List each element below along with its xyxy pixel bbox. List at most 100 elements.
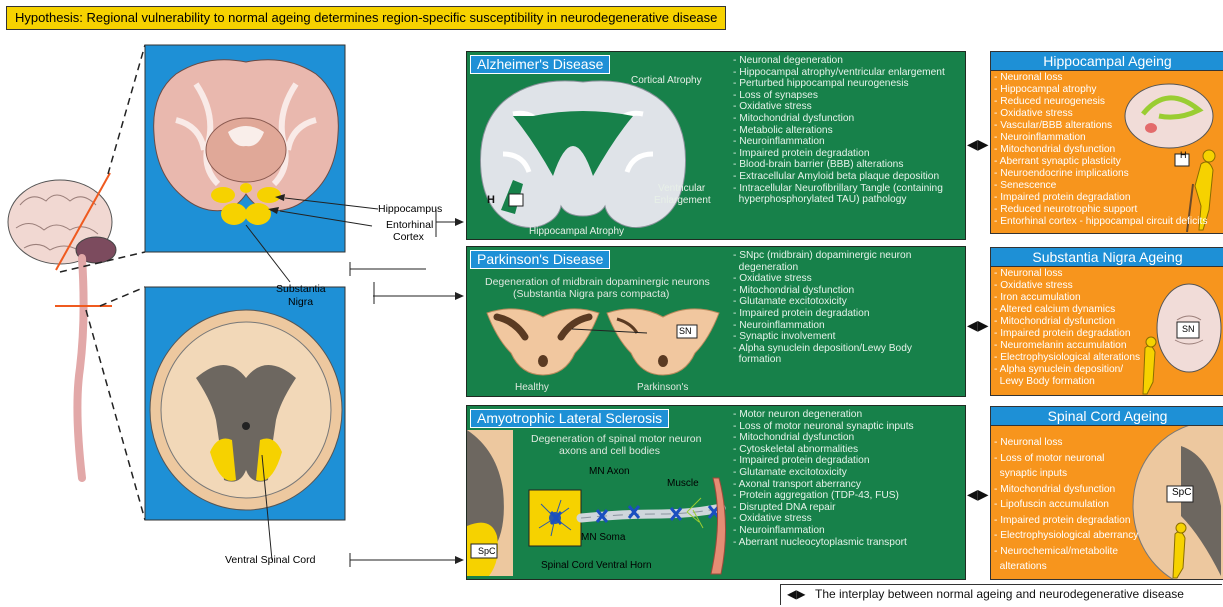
list-item: - Entorhinal cortex - hippocampal circui… [994, 216, 1207, 228]
list-item: - Neuronal loss [994, 268, 1140, 280]
midbrain-illustration [477, 303, 727, 383]
list-item: - Disrupted DNA repair [733, 502, 914, 514]
list-item: - Mitochondrial dysfunction [994, 144, 1207, 156]
list-item: - Impaired protein degradation [994, 328, 1140, 340]
list-item: - Mitochondrial dysfunction [733, 113, 945, 125]
legend-text: The interplay between normal ageing and … [815, 587, 1184, 601]
list-item: - Neuroinflammation [733, 136, 945, 148]
list-item: - Impaired protein degradation [994, 513, 1138, 529]
list-item: - Metabolic alterations [733, 125, 945, 137]
als-spc-tag: SpC [478, 546, 496, 556]
list-item: - Oxidative stress [733, 513, 914, 525]
interplay-arrow-icon: ◀▶ [967, 136, 989, 153]
parkinsons-sn-tag: SN [679, 326, 692, 336]
list-item: - Neuronal loss [994, 435, 1138, 451]
hippocampal-atrophy-label: Hippocampal Atrophy [529, 226, 624, 237]
spinal-ageing-list: - Neuronal loss - Loss of motor neuronal… [994, 435, 1138, 575]
parkinsons-caption-1: Degeneration of midbrain dopaminergic ne… [485, 276, 710, 288]
list-item: - Aberrant synaptic plasticity [994, 156, 1207, 168]
substantia-label-1: Substantia [276, 283, 326, 295]
list-item: - Glutamate excitotoxicity [733, 467, 914, 479]
alzheimers-h-tag: H [487, 194, 495, 206]
list-item: - Neurochemical/metabolite [994, 544, 1138, 560]
interplay-arrow-icon: ◀▶ [967, 486, 989, 503]
parkinsons-panel: Parkinson's Disease Degeneration of midb… [466, 246, 966, 397]
substantia-label-2: Nigra [288, 296, 313, 308]
list-item: - Loss of synapses [733, 90, 945, 102]
list-item: - Oxidative stress [733, 101, 945, 113]
list-item: - SNpc (midbrain) dopaminergic neuron [733, 250, 912, 262]
list-item: - Perturbed hippocampal neurogenesis [733, 78, 945, 90]
list-item: - Protein aggregation (TDP-43, FUS) [733, 490, 914, 502]
list-item: formation [733, 354, 912, 366]
parkinsons-label: Parkinson's [637, 382, 688, 393]
list-item: - Oxidative stress [994, 108, 1207, 120]
sn-ageing-list: - Neuronal loss - Oxidative stress - Iro… [994, 268, 1140, 388]
list-item: alterations [994, 559, 1138, 575]
hippocampal-ageing-list: - Neuronal loss - Hippocampal atrophy - … [994, 72, 1207, 228]
hippocampal-h-tag: H [1180, 150, 1187, 160]
interplay-arrow-icon: ◀▶ [967, 317, 989, 334]
alzheimers-panel: Alzheimer's Disease H Cortical Atrophy V… [466, 51, 966, 240]
ventricular-label-1: Ventricular [658, 183, 705, 194]
list-item: - Senescence [994, 180, 1207, 192]
list-item: - Hippocampal atrophy [994, 84, 1207, 96]
list-item: - Mitochondrial dysfunction [733, 432, 914, 444]
sn-ageing-tag: SN [1182, 324, 1195, 334]
alzheimers-title: Alzheimer's Disease [470, 55, 610, 74]
ventral-spinal-cord-label: Ventral Spinal Cord [225, 554, 315, 566]
list-item: - Impaired protein degradation [733, 455, 914, 467]
list-item: hyperphosphorylated TAU) pathology [733, 194, 945, 206]
list-item: Lewy Body formation [994, 376, 1140, 388]
list-item: - Impaired protein degradation [994, 192, 1207, 204]
alzheimers-brain-illustration [473, 74, 693, 239]
list-item: - Glutamate excitotoxicity [733, 296, 912, 308]
mn-soma-label: MN Soma [581, 532, 625, 543]
list-item: - Neuronal degeneration [733, 55, 945, 67]
list-item: - Neuronal loss [994, 72, 1207, 84]
list-item: - Lipofuscin accumulation [994, 497, 1138, 513]
mn-axon-label: MN Axon [589, 466, 630, 477]
legend: ◀▶ The interplay between normal ageing a… [780, 584, 1222, 605]
list-item: - Intracellular Neurofibrillary Tangle (… [733, 183, 945, 195]
hippocampal-ageing-title: Hippocampal Ageing [991, 52, 1223, 71]
list-item: - Aberrant nucleocytoplasmic transport [733, 537, 914, 549]
list-item: - Motor neuron degeneration [733, 409, 914, 421]
list-item: - Neuroendocrine implications [994, 168, 1207, 180]
spinal-cord-ageing-icon [1131, 426, 1223, 579]
spinal-ageing-panel: Spinal Cord Ageing SpC - Neuronal loss -… [990, 406, 1223, 580]
list-item: - Axonal transport aberrancy [733, 479, 914, 491]
sn-ageing-title: Substantia Nigra Ageing [991, 248, 1223, 267]
healthy-label: Healthy [515, 382, 549, 393]
list-item: degeneration [733, 262, 912, 274]
list-item: - Synaptic involvement [733, 331, 912, 343]
list-item: - Neuroinflammation [994, 132, 1207, 144]
list-item: synaptic inputs [994, 466, 1138, 482]
parkinsons-title: Parkinson's Disease [470, 250, 610, 269]
list-item: - Alpha synuclein deposition/Lewy Body [733, 343, 912, 355]
list-item: - Loss of motor neuronal [994, 451, 1138, 467]
list-item: - Mitochondrial dysfunction [994, 316, 1140, 328]
entorhinal-label-1: Entorhinal [386, 219, 433, 231]
parkinsons-feature-list: - SNpc (midbrain) dopaminergic neuron de… [733, 250, 912, 366]
list-item: - Extracellular Amyloid beta plaque depo… [733, 171, 945, 183]
list-item: - Electrophysiological alterations [994, 352, 1140, 364]
entorhinal-label-2: Cortex [393, 231, 424, 243]
list-item: - Electrophysiological aberrancy [994, 528, 1138, 544]
list-item: - Oxidative stress [994, 280, 1140, 292]
sn-ageing-panel: Substantia Nigra Ageing SN - Neuronal lo… [990, 247, 1223, 396]
hippocampus-label: Hippocampus [378, 203, 442, 215]
list-item: - Mitochondrial dysfunction [994, 482, 1138, 498]
list-item: - Iron accumulation [994, 292, 1140, 304]
list-item: - Neuroinflammation [733, 525, 914, 537]
muscle-label: Muscle [667, 478, 699, 489]
interplay-arrow-icon: ◀▶ [787, 587, 805, 601]
list-item: - Mitochondrial dysfunction [733, 285, 912, 297]
als-title: Amyotrophic Lateral Sclerosis [470, 409, 669, 428]
ventral-horn-label: Spinal Cord Ventral Horn [541, 560, 652, 571]
list-item: - Hippocampal atrophy/ventricular enlarg… [733, 67, 945, 79]
list-item: - Oxidative stress [733, 273, 912, 285]
list-item: - Vascular/BBB alterations [994, 120, 1207, 132]
list-item: - Altered calcium dynamics [994, 304, 1140, 316]
list-item: - Impaired protein degradation [733, 148, 945, 160]
